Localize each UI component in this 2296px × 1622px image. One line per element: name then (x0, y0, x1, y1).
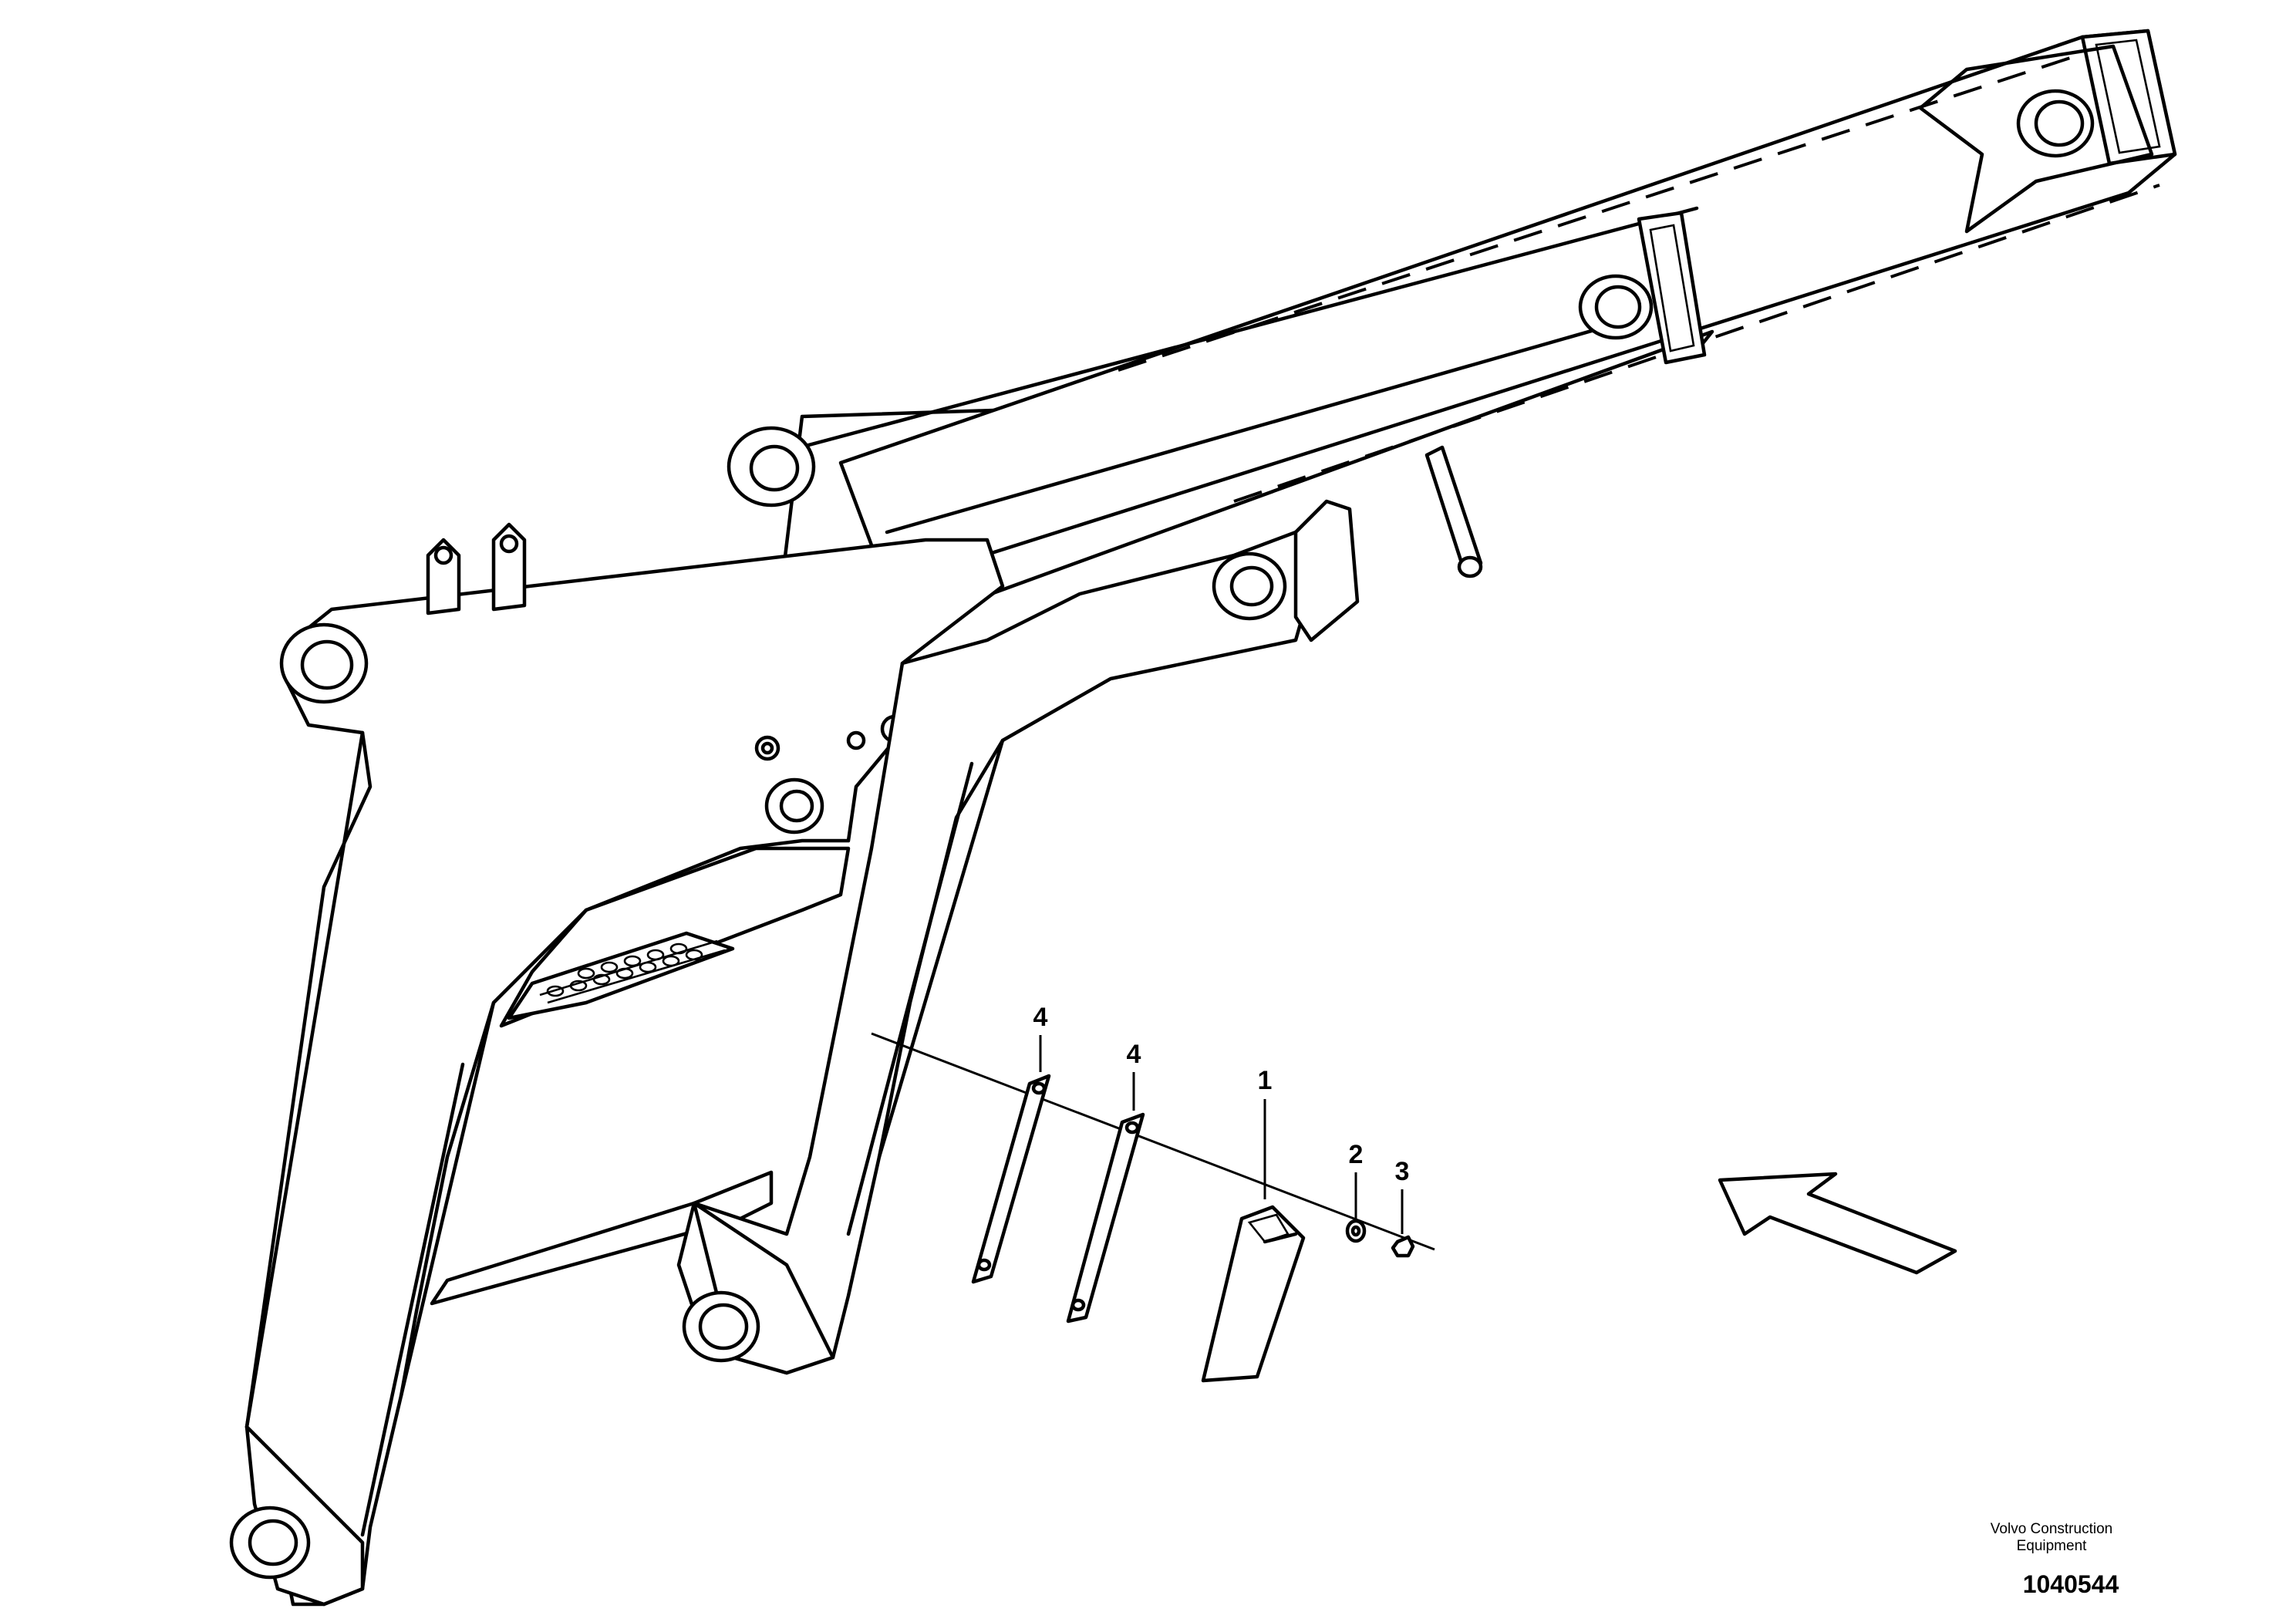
boom-arm (769, 29, 2177, 673)
callout-part-1: 1 (1258, 1066, 1273, 1095)
right-leg-frame (676, 445, 1483, 1375)
step-tread-holes (546, 943, 703, 997)
callout-part-2: 2 (1349, 1140, 1364, 1169)
brand-label: Volvo Construction Equipment (1959, 1521, 2144, 1555)
callout-part-4b: 4 (1127, 1040, 1141, 1069)
brand-line-1: Volvo Construction (1990, 1521, 2113, 1537)
wear-strip-part-1 (1201, 1205, 1306, 1383)
washer-part-2 (1345, 1219, 1367, 1243)
nut-part-3 (1391, 1235, 1415, 1258)
shim-plate-4b (1066, 1112, 1145, 1324)
shim-plate-4a (971, 1074, 1051, 1284)
reference-number: 1040544 (2022, 1570, 2119, 1598)
callout-part-3: 3 (1395, 1157, 1410, 1186)
step-crossmember (430, 846, 851, 1306)
callout-part-4a: 4 (1033, 1003, 1048, 1032)
assembly-axis-line (871, 1032, 1435, 1251)
brand-line-2: Equipment (2016, 1538, 2087, 1554)
left-upright-frame (229, 426, 1005, 1607)
view-direction-arrow-icon (1718, 1172, 1957, 1275)
